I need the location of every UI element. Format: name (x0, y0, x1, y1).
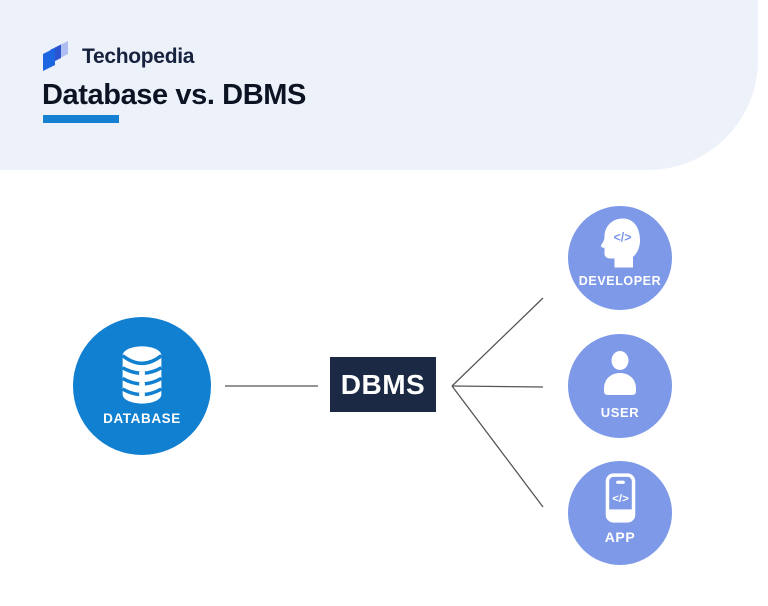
connector-dbms-developer (451, 297, 544, 387)
developer-code-glyph: </> (613, 231, 631, 245)
developer-label: DEVELOPER (578, 274, 662, 288)
user-label: USER (600, 405, 640, 420)
connector-dbms-user (451, 385, 544, 388)
app-label: APP (604, 529, 636, 545)
mobile-app-icon: </> (605, 473, 635, 523)
user-icon (604, 351, 636, 395)
user-node: USER (568, 334, 672, 438)
dbms-node: DBMS (330, 357, 436, 412)
page-title: Database vs. DBMS (42, 79, 306, 111)
developer-head-icon: </> (600, 218, 640, 268)
header-panel: Techopedia Database vs. DBMS (0, 0, 758, 170)
database-node: DATABASE (73, 317, 211, 455)
app-code-glyph: </> (612, 493, 629, 505)
developer-node: </> DEVELOPER (568, 206, 672, 310)
brand: Techopedia (42, 40, 194, 73)
title-accent-bar (43, 115, 119, 123)
database-label: DATABASE (103, 411, 181, 426)
techopedia-logo-icon (43, 41, 68, 71)
app-node: </> APP (568, 461, 672, 565)
database-icon (121, 346, 163, 404)
connector-dbms-app (451, 385, 544, 508)
brand-name: Techopedia (82, 44, 195, 68)
